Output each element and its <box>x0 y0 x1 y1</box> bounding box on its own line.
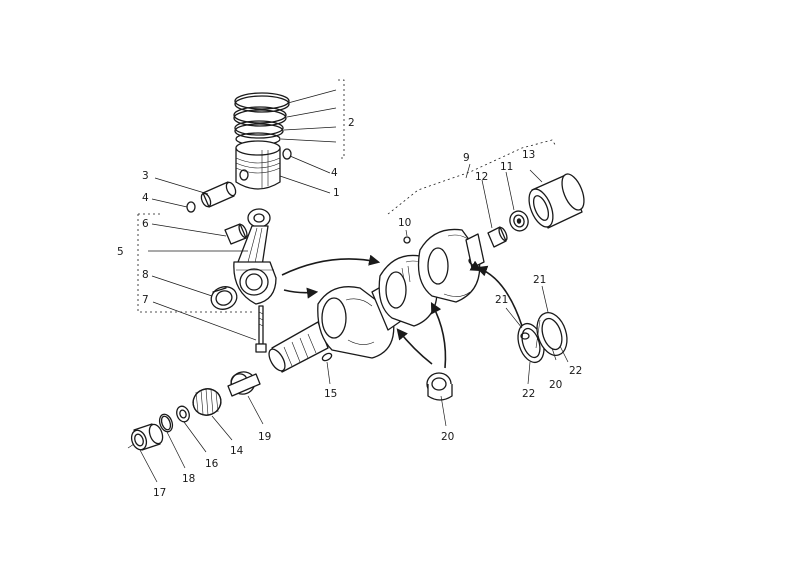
drive-gear <box>192 388 222 416</box>
crankshaft <box>268 228 485 373</box>
front-oil-seal <box>130 423 164 451</box>
callout-22-left: 22 <box>522 388 535 400</box>
piston <box>235 140 281 190</box>
callout-21-right: 21 <box>533 274 546 286</box>
callout-20-shell: 20 <box>441 431 454 443</box>
main-bearing-shell <box>426 372 453 401</box>
piston-rings <box>233 92 290 146</box>
callout-8: 8 <box>142 269 149 281</box>
oil-plug <box>403 236 411 244</box>
group-brackets <box>137 79 557 313</box>
assembly-arrows <box>281 254 523 369</box>
piston-pin-circlip-left <box>186 201 196 213</box>
thrust-washer <box>176 405 190 423</box>
callout-10: 10 <box>398 217 411 229</box>
callout-1: 1 <box>333 187 340 199</box>
callout-5: 5 <box>117 246 124 258</box>
callout-9: 9 <box>463 152 470 164</box>
callout-7: 7 <box>142 294 149 306</box>
roller-bearing <box>227 371 261 397</box>
callout-18: 18 <box>182 473 195 485</box>
callout-6: 6 <box>142 218 149 230</box>
middle-bearing-inner <box>535 311 568 357</box>
woodruff-key <box>321 352 333 362</box>
leader-lines <box>127 89 569 483</box>
connecting-rod <box>233 208 277 305</box>
main-bearing-housing <box>528 173 585 229</box>
callout-16: 16 <box>205 458 219 470</box>
callout-20-ring: 20 <box>549 379 562 391</box>
big-end-bearing <box>210 286 238 310</box>
callout-4-right: 4 <box>331 167 338 179</box>
callout-15: 15 <box>324 388 337 400</box>
callout-3: 3 <box>142 170 149 182</box>
seal-ring <box>509 210 529 232</box>
piston-pin <box>200 181 237 208</box>
callout-21-left: 21 <box>495 294 508 306</box>
piston-pin-circlip-right <box>282 148 292 160</box>
callout-4-left: 4 <box>142 192 149 204</box>
shaft-circlip <box>158 413 174 433</box>
callout-17: 17 <box>153 487 166 499</box>
callout-11: 11 <box>500 161 513 173</box>
connecting-rod-bolt <box>255 305 267 353</box>
needle-bearing <box>487 226 508 248</box>
callout-12: 12 <box>475 171 488 183</box>
callout-14: 14 <box>230 445 244 457</box>
callout-22-right: 22 <box>569 365 582 377</box>
callout-13: 13 <box>522 149 535 161</box>
callout-19: 19 <box>258 431 271 443</box>
callout-labels: 1 2 3 4 4 5 6 7 8 9 10 11 12 13 14 15 16… <box>117 117 582 499</box>
callout-2: 2 <box>348 117 355 129</box>
small-end-bush <box>224 223 248 245</box>
